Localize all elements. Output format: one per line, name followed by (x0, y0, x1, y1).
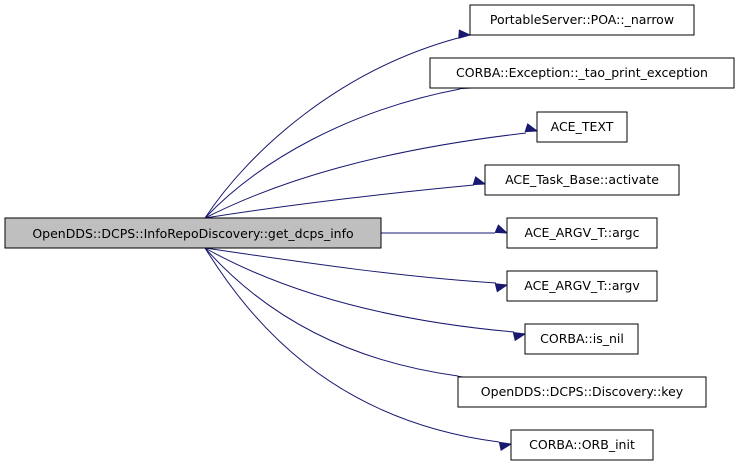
target-node-label: ACE_Task_Base::activate (505, 172, 659, 187)
target-node-label: PortableServer::POA::_narrow (490, 12, 674, 27)
target-node-argv[interactable]: ACE_ARGV_T::argv (506, 270, 658, 302)
target-node-is-nil[interactable]: CORBA::is_nil (524, 323, 639, 355)
target-node-argc[interactable]: ACE_ARGV_T::argc (506, 217, 658, 249)
edge-to-ace-text (204, 123, 539, 219)
edge-line (204, 247, 497, 284)
edge-line (204, 184, 475, 219)
target-node-narrow[interactable]: PortableServer::POA::_narrow (469, 4, 695, 36)
edge-line (204, 37, 459, 219)
target-node-box (469, 4, 695, 36)
edge-to-argv (204, 247, 509, 293)
source-node-label: OpenDDS::DCPS::InfoRepoDiscovery::get_dc… (32, 226, 353, 241)
arrowhead-icon (494, 283, 509, 293)
target-node-label: ACE_TEXT (551, 119, 614, 134)
edge-to-is-nil (204, 247, 527, 342)
target-node-box (506, 217, 658, 249)
arrowhead-icon (524, 123, 539, 133)
target-node-activate[interactable]: ACE_Task_Base::activate (484, 164, 680, 196)
edge-to-argc (381, 224, 509, 234)
target-node-label: CORBA::Exception::_tao_print_exception (456, 65, 708, 80)
source-node[interactable]: OpenDDS::DCPS::InfoRepoDiscovery::get_dc… (4, 217, 382, 249)
target-node-box (506, 270, 658, 302)
edge-line (204, 88, 461, 219)
target-node-box (536, 111, 628, 143)
arrowhead-icon (458, 29, 472, 39)
target-node-label: ACE_ARGV_T::argc (524, 225, 639, 240)
edge-to-activate (204, 176, 487, 219)
target-node-ace-text[interactable]: ACE_TEXT (536, 111, 628, 143)
target-node-discovery-key[interactable]: OpenDDS::DCPS::Discovery::key (457, 376, 707, 408)
edge-to-tao-print-exception (204, 80, 474, 219)
target-node-orb-init[interactable]: CORBA::ORB_init (510, 429, 654, 461)
edge-line (204, 132, 527, 219)
target-node-box (484, 164, 680, 196)
edge-to-orb-init (204, 247, 513, 452)
edge-line (204, 247, 515, 333)
target-node-box (429, 57, 735, 89)
target-node-label: CORBA::ORB_init (529, 437, 635, 452)
target-node-label: ACE_ARGV_T::argv (524, 278, 640, 293)
target-node-tao-print-exception[interactable]: CORBA::Exception::_tao_print_exception (429, 57, 735, 89)
target-node-box (510, 429, 654, 461)
edge-line (204, 247, 500, 443)
edge-to-narrow (204, 29, 472, 219)
target-node-box (457, 376, 707, 408)
arrowhead-icon (512, 331, 527, 342)
arrowhead-icon (472, 176, 487, 186)
target-node-label: OpenDDS::DCPS::Discovery::key (481, 384, 684, 399)
source-node-box (4, 217, 382, 249)
target-node-box (524, 323, 639, 355)
target-node-label: CORBA::is_nil (540, 331, 624, 346)
arrowhead-icon (494, 224, 509, 234)
edge-line (204, 247, 459, 377)
arrowhead-icon (498, 441, 513, 452)
